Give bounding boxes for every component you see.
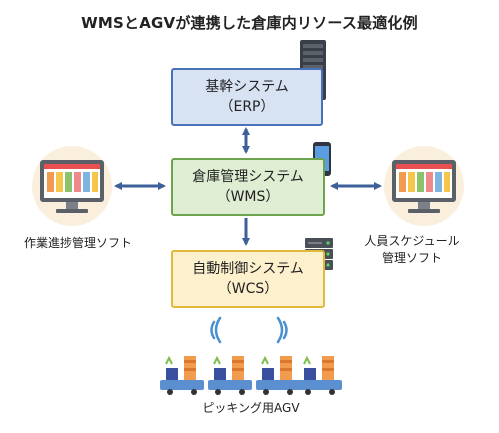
erp-system-box: 基幹システム （ERP） — [171, 68, 323, 126]
monitor-icon-left — [32, 146, 112, 226]
wcs-system-box: 自動制御システム （WCS） — [171, 250, 325, 308]
agv-robot-icon-4 — [298, 355, 342, 395]
progress-software-label: 作業進捗管理ソフト — [23, 236, 132, 250]
agv-robot-icon-1 — [160, 355, 204, 395]
staff-schedule-label-line2: 管理ソフト — [381, 251, 442, 265]
wcs-system-abbr: （WCS） — [217, 281, 279, 297]
erp-system-abbr: （ERP） — [219, 99, 275, 115]
wireless-signal-icon-left — [210, 316, 222, 344]
wireless-signal-icon-right — [276, 316, 288, 344]
wms-system-name: 倉庫管理システム — [192, 169, 304, 185]
staff-schedule-label-line1: 人員スケジュール — [364, 234, 460, 248]
wms-system-box: 倉庫管理システム （WMS） — [171, 158, 325, 216]
staff-schedule-software-label: 人員スケジュール 管理ソフト — [352, 233, 472, 267]
agv-robot-icon-3 — [256, 355, 300, 395]
diagram-title: WMSとAGVが連携した倉庫内リソース最適化例 — [81, 14, 418, 32]
agv-label: ピッキング用AGV — [202, 401, 300, 415]
agv-robot-icon-2 — [208, 355, 252, 395]
wcs-system-name: 自動制御システム — [192, 261, 304, 277]
erp-system-name: 基幹システム — [205, 79, 289, 95]
monitor-icon-right — [384, 146, 464, 226]
wms-system-abbr: （WMS） — [216, 189, 280, 205]
